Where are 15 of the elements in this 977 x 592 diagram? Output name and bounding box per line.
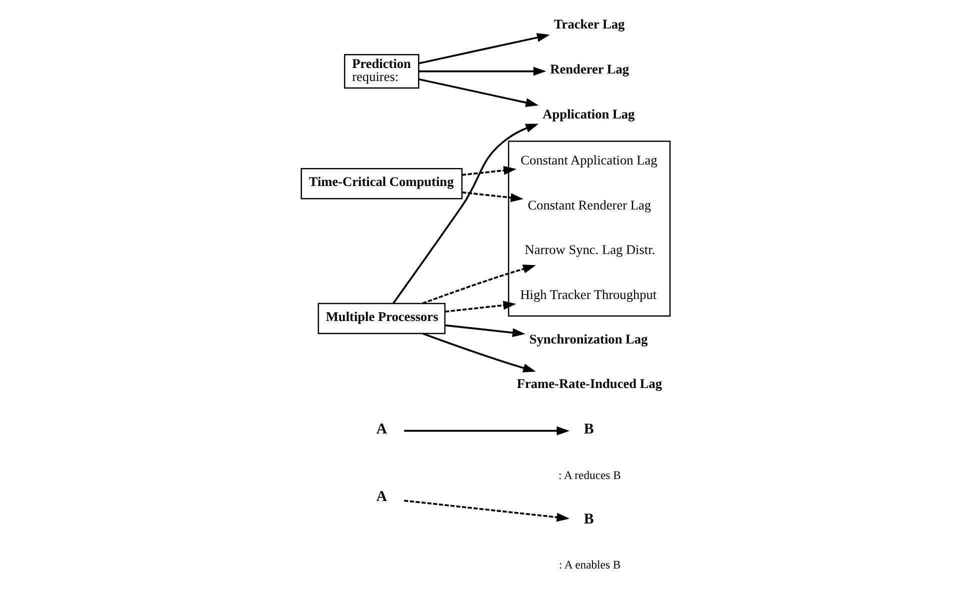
node-text: Constant Renderer Lag <box>527 197 651 212</box>
node-text: Narrow Sync. Lag Distr. <box>524 242 655 258</box>
node-text: Frame-Rate-Induced Lag <box>516 376 662 392</box>
label: : A enables B <box>558 558 620 572</box>
label: B <box>583 422 594 438</box>
node-text: High Tracker Throughput <box>520 287 656 302</box>
node-text: Application Lag <box>542 106 634 122</box>
node-text: Constant Application Lag <box>520 152 657 168</box>
node-text: Synchronization Lag <box>528 331 648 346</box>
node-text: Renderer Lag <box>550 62 629 77</box>
label: A <box>376 489 387 506</box>
label: B <box>583 512 594 528</box>
label: : A reduces B <box>558 468 620 482</box>
node-text: Tracker Lag <box>553 16 624 32</box>
label: A <box>376 422 387 438</box>
